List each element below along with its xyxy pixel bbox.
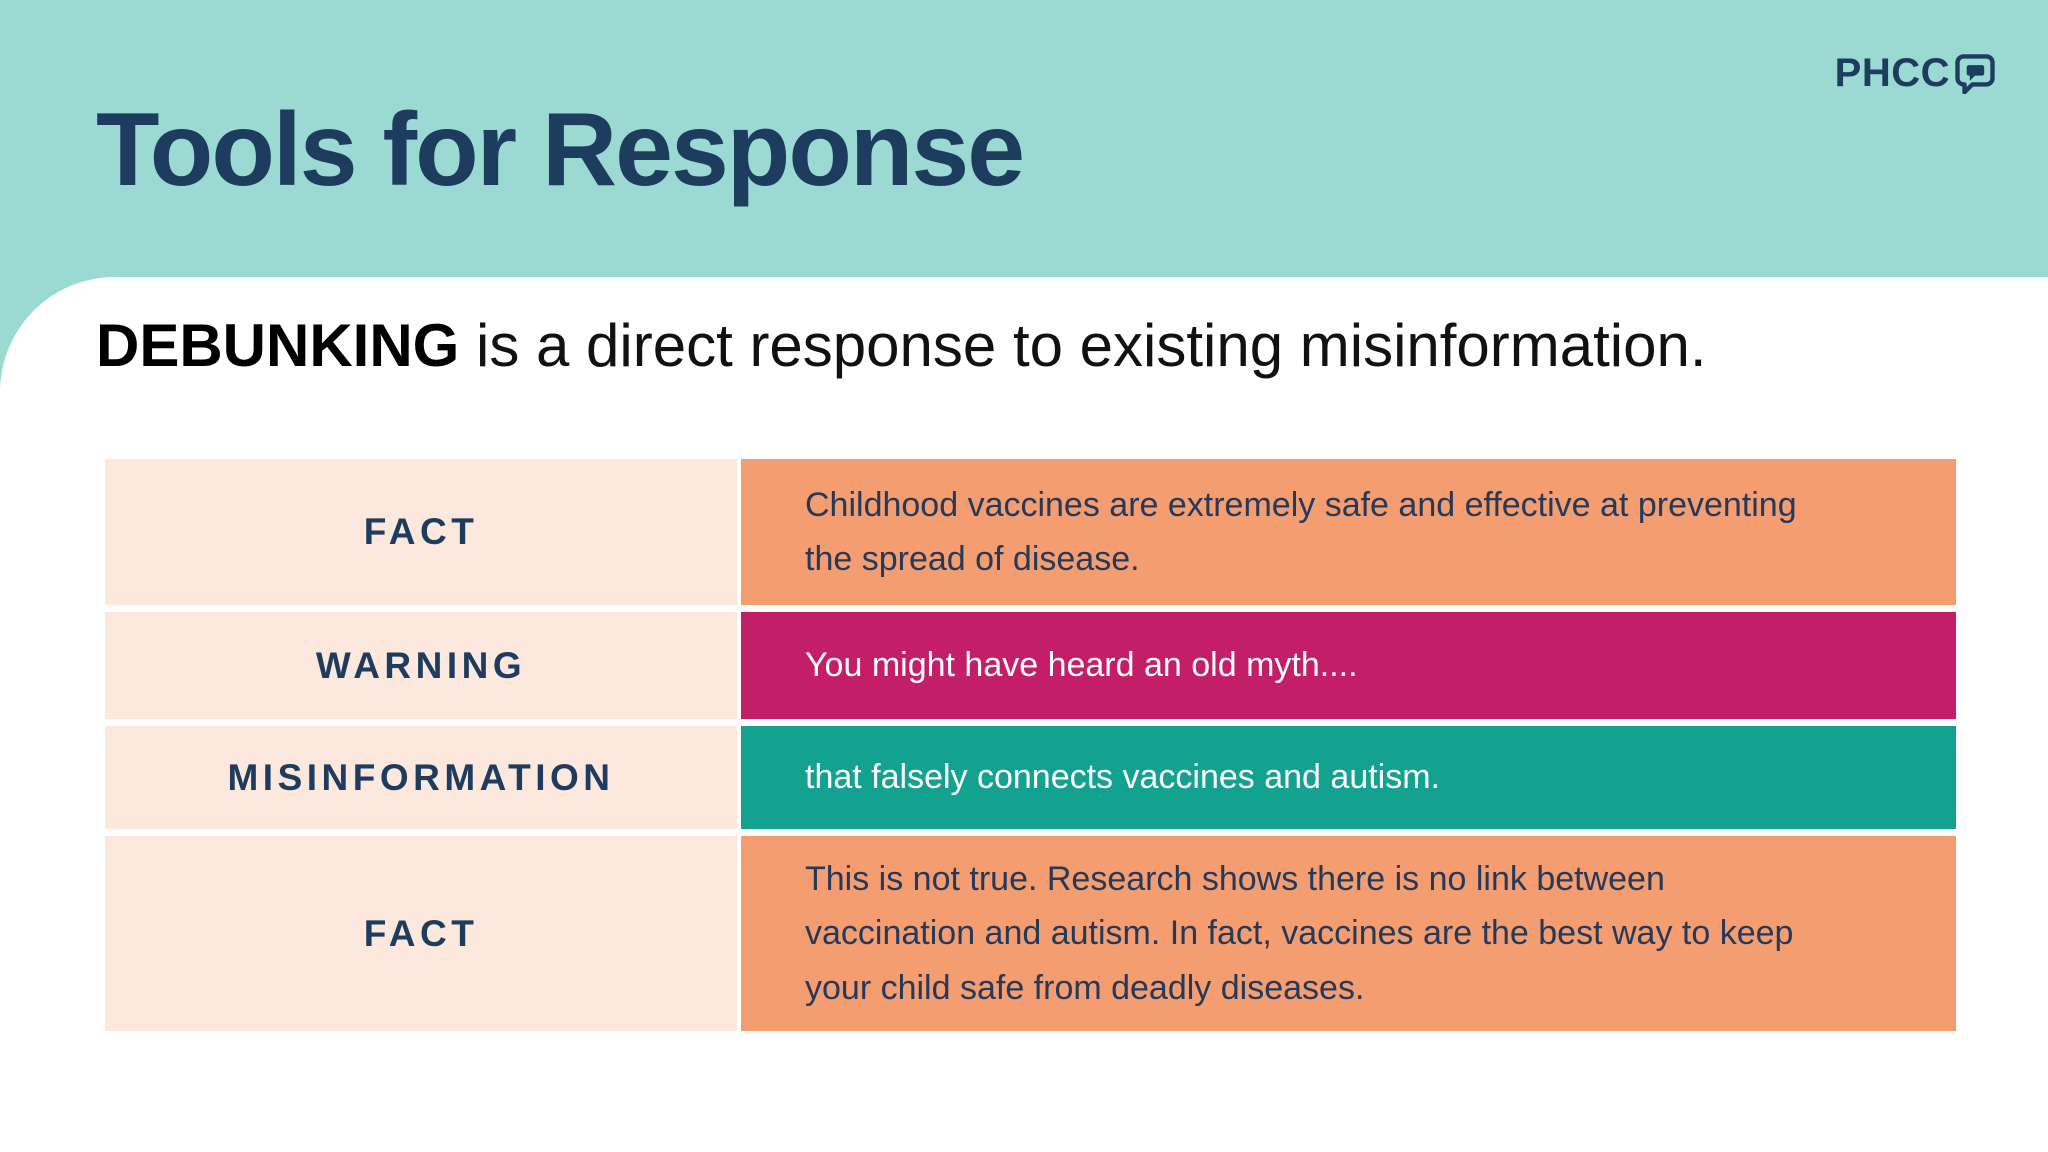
phcc-logo-text: PHCC <box>1834 51 1950 95</box>
intro-rest: is a direct response to existing misinfo… <box>459 312 1707 379</box>
page-title: Tools for Response <box>96 92 1025 208</box>
row-content-misinformation: that falsely connects vaccines and autis… <box>741 726 1956 829</box>
row-label-misinformation: MISINFORMATION <box>105 726 737 829</box>
debunking-table: FACT Childhood vaccines are extremely sa… <box>105 459 1956 1031</box>
row-label-fact-1: FACT <box>105 459 737 605</box>
row-content-warning: You might have heard an old myth.... <box>741 612 1956 719</box>
speech-bubble-icon <box>1955 54 1995 94</box>
row-label-warning: WARNING <box>105 612 737 719</box>
intro-line: DEBUNKING is a direct response to existi… <box>96 310 1707 382</box>
row-content-fact-1: Childhood vaccines are extremely safe an… <box>741 459 1956 605</box>
row-content-fact-2: This is not true. Research shows there i… <box>741 836 1956 1031</box>
phcc-logo: PHCC <box>1834 51 1996 95</box>
row-label-fact-2: FACT <box>105 836 737 1031</box>
intro-keyword: DEBUNKING <box>96 312 460 379</box>
